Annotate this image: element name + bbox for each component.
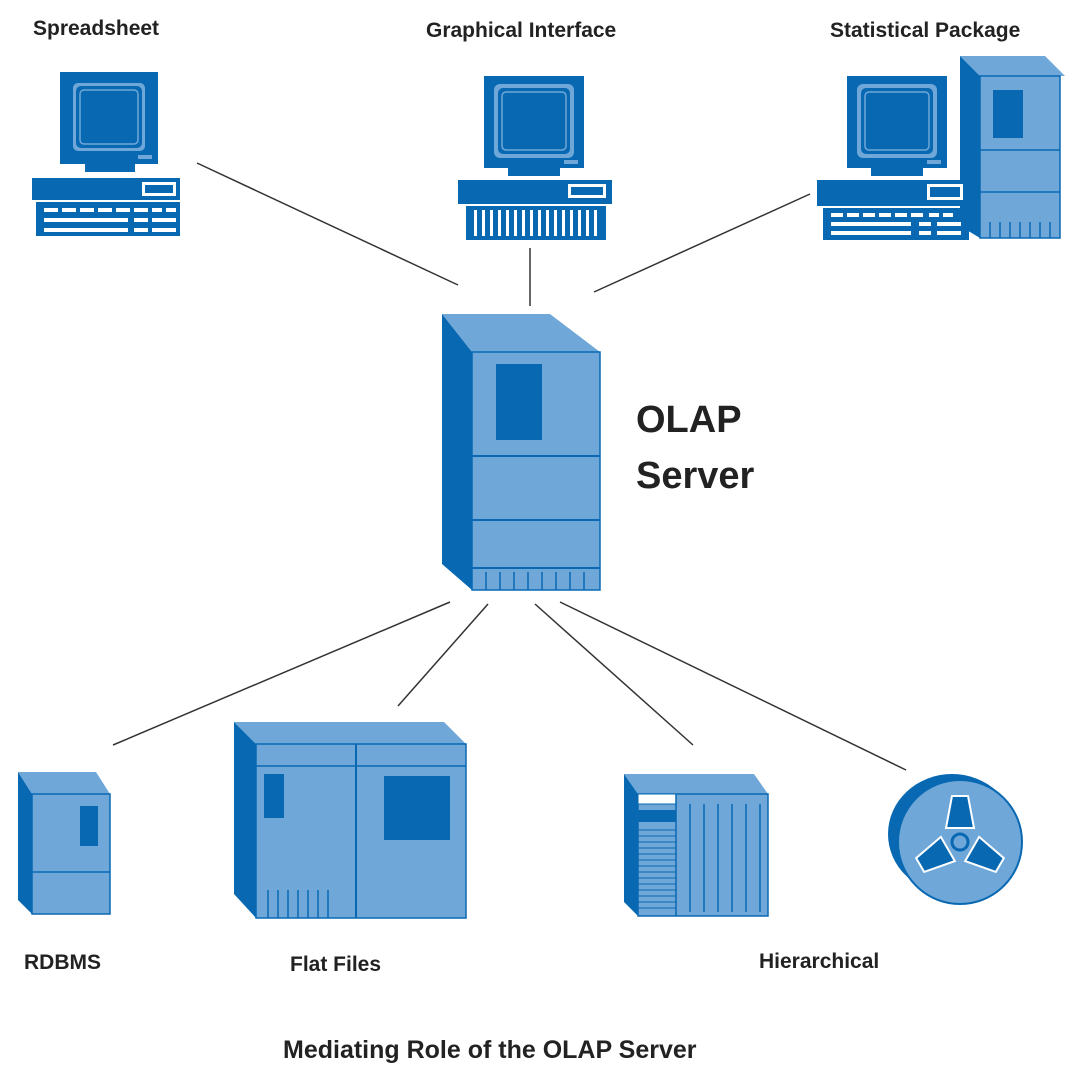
connector-lines <box>112 162 907 771</box>
spreadsheet-label: Spreadsheet <box>33 17 160 40</box>
connector-flat-files <box>397 603 489 707</box>
statistical-package-label: Statistical Package <box>830 19 1021 42</box>
connector-hierarchical <box>559 601 907 771</box>
connector-rack-system <box>534 603 694 746</box>
flat-files-label: Flat Files <box>290 953 382 976</box>
small-server-icon <box>18 772 111 915</box>
mainframe-cabinet-icon <box>234 722 467 919</box>
rdbms-label: RDBMS <box>24 951 101 974</box>
graphical-interface-label: Graphical Interface <box>426 19 617 42</box>
rack-server-icon <box>624 774 769 917</box>
connector-spreadsheet <box>196 162 459 286</box>
desktop-computer-icon <box>32 72 180 236</box>
tape-reel-icon <box>888 774 1023 905</box>
diagram-caption: Mediating Role of the OLAP Server <box>283 1036 697 1064</box>
desktop-computer-icon <box>458 76 612 240</box>
workstation-with-tower-icon <box>817 56 1065 240</box>
hierarchical-label: Hierarchical <box>759 950 880 973</box>
olap-server-label-line1: OLAP <box>636 399 742 441</box>
olap-server-label-line2: Server <box>636 455 755 497</box>
server-tower-icon <box>442 314 601 591</box>
connector-statistical-package <box>593 193 811 293</box>
connector-rdbms <box>112 601 451 746</box>
